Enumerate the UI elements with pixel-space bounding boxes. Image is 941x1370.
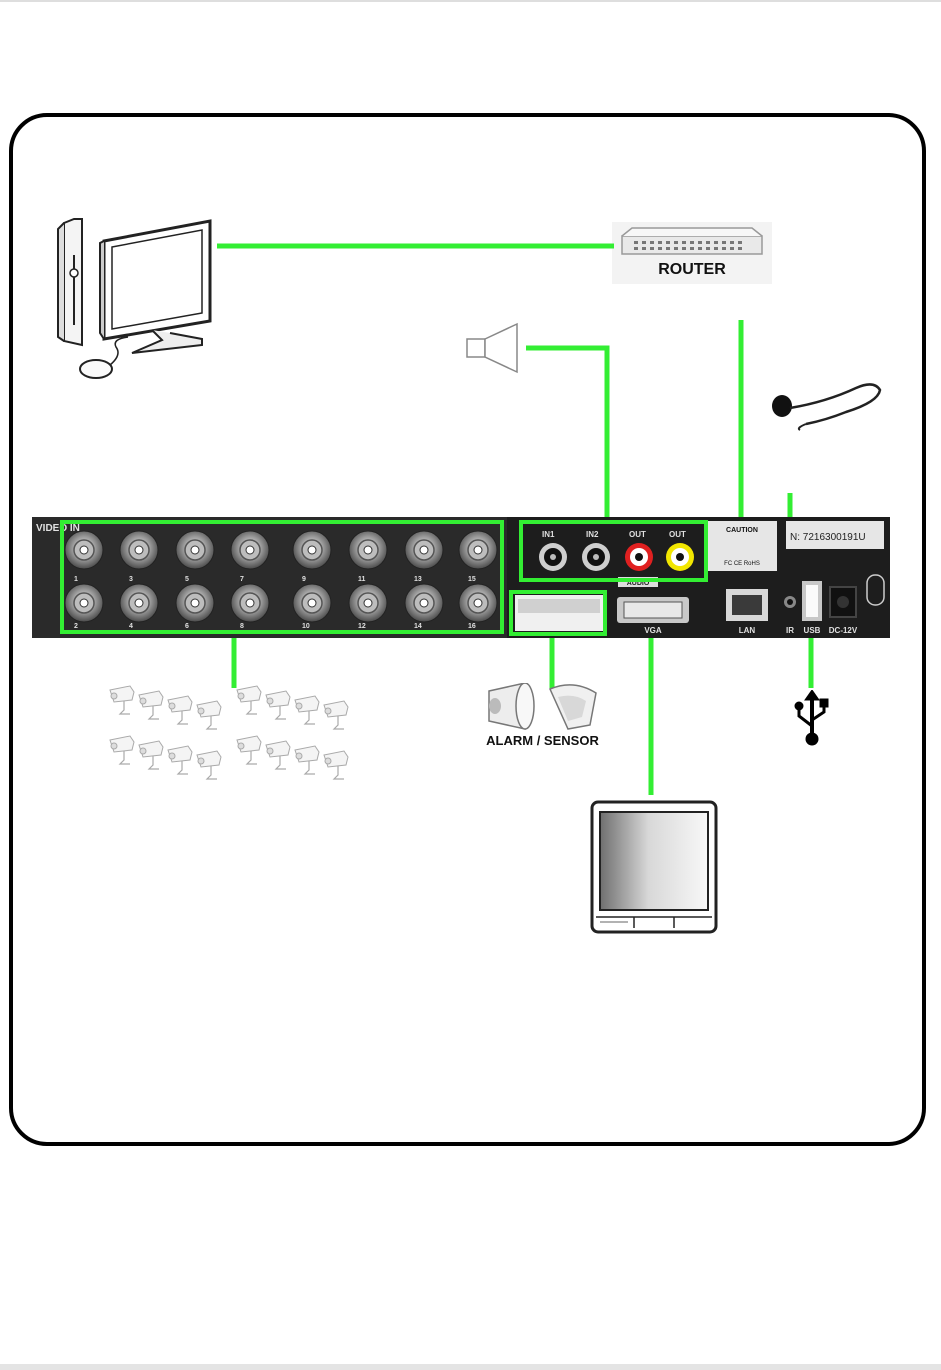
router-icon bbox=[612, 222, 772, 284]
channel-label: 11 bbox=[358, 576, 366, 583]
audio-label: AUDIO bbox=[627, 580, 650, 587]
channel-label: 7 bbox=[240, 576, 244, 583]
camera-icon bbox=[138, 740, 164, 770]
camera-icon bbox=[167, 745, 193, 775]
svg-text:FC CE RoHS: FC CE RoHS bbox=[724, 561, 760, 567]
audio-ports: IN1 IN2 OUT OUT AUDIO bbox=[539, 530, 694, 587]
speaker-line bbox=[526, 345, 610, 521]
monitor-icon bbox=[590, 800, 718, 934]
channel-label: 14 bbox=[414, 623, 422, 630]
channel-label: 15 bbox=[468, 576, 476, 583]
camera-icon bbox=[323, 700, 349, 730]
usb-icon bbox=[794, 690, 829, 746]
bnc-connector: 2 bbox=[64, 583, 104, 630]
bnc-connector: 13 bbox=[404, 530, 444, 583]
camera-icon bbox=[265, 740, 291, 770]
alarm-icon bbox=[488, 683, 535, 730]
usb-label: USB bbox=[804, 626, 821, 635]
bnc-connector: 3 bbox=[119, 530, 159, 583]
bnc-connector: 7 bbox=[230, 530, 270, 583]
bnc-connector: 12 bbox=[348, 583, 388, 630]
bnc-connector: 4 bbox=[119, 583, 159, 630]
channel-label: 3 bbox=[129, 576, 133, 583]
serial-number: N: 7216300191U bbox=[790, 532, 866, 543]
channel-label: 4 bbox=[129, 623, 133, 630]
speaker-icon bbox=[466, 322, 518, 374]
alarm-terminal bbox=[515, 595, 603, 631]
top-rule bbox=[0, 0, 941, 2]
channel-label: 16 bbox=[468, 623, 476, 630]
sensor-icon bbox=[548, 684, 597, 730]
ir-port: IR bbox=[784, 596, 796, 635]
bnc-connector: 5 bbox=[175, 530, 215, 583]
alarm-highlight bbox=[509, 590, 607, 636]
channel-label: 10 bbox=[302, 623, 310, 630]
channel-label: 6 bbox=[185, 623, 189, 630]
computer-icon bbox=[57, 218, 212, 379]
dc-port: DC-12V bbox=[829, 586, 858, 635]
bnc-connector: 11 bbox=[348, 530, 388, 583]
camera-icon bbox=[323, 750, 349, 780]
svg-text:CAUTION: CAUTION bbox=[726, 527, 758, 534]
camera-icon bbox=[138, 690, 164, 720]
channel-label: 13 bbox=[414, 576, 422, 583]
camera-icon bbox=[265, 690, 291, 720]
bottom-rule bbox=[0, 1364, 941, 1370]
channel-label: 8 bbox=[240, 623, 244, 630]
camera-icon bbox=[167, 695, 193, 725]
bnc-connector: 14 bbox=[404, 583, 444, 630]
camera-icon bbox=[294, 695, 320, 725]
lan-label: LAN bbox=[739, 626, 756, 635]
camera-icon bbox=[109, 735, 135, 765]
camera-array bbox=[109, 685, 349, 780]
camera-icon bbox=[196, 700, 222, 730]
channel-label: 2 bbox=[74, 623, 78, 630]
ir-label: IR bbox=[786, 626, 794, 635]
video-in-highlight bbox=[60, 520, 504, 634]
usb-port: USB bbox=[802, 581, 822, 635]
vga-port: VGA bbox=[617, 597, 689, 635]
camera-icon bbox=[236, 735, 262, 765]
bnc-connector: 10 bbox=[292, 583, 332, 630]
ir-receiver-icon bbox=[772, 383, 882, 431]
channel-label: 12 bbox=[358, 623, 366, 630]
vga-label: VGA bbox=[644, 626, 662, 635]
video-out-label: OUT bbox=[669, 530, 686, 539]
camera-icon bbox=[196, 750, 222, 780]
audio-in2-label: IN2 bbox=[586, 530, 599, 539]
bnc-connector: 9 bbox=[292, 530, 332, 583]
bnc-connector: 16 bbox=[458, 583, 498, 630]
audio-in1-label: IN1 bbox=[542, 530, 555, 539]
channel-label: 9 bbox=[302, 576, 306, 583]
bnc-connector: 15 bbox=[458, 530, 498, 583]
bnc-connector: 1 bbox=[64, 530, 104, 583]
camera-icon bbox=[236, 685, 262, 715]
audio-out-label: OUT bbox=[629, 530, 646, 539]
audio-highlight bbox=[519, 520, 708, 582]
caution-label: CAUTION FC CE RoHS N: 7216300191U bbox=[707, 521, 885, 606]
bnc-connector: 6 bbox=[175, 583, 215, 630]
camera-icon bbox=[294, 745, 320, 775]
bnc-connector: 8 bbox=[230, 583, 270, 630]
lan-port: LAN bbox=[726, 589, 768, 635]
camera-icon bbox=[109, 685, 135, 715]
dc-label: DC-12V bbox=[829, 626, 858, 635]
video-in-label: VIDEO IN bbox=[36, 523, 80, 534]
channel-label: 1 bbox=[74, 576, 78, 583]
diagram-frame bbox=[9, 113, 926, 1146]
router-label: ROUTER bbox=[658, 261, 726, 278]
alarm-sensor-label: ALARM / SENSOR bbox=[486, 733, 599, 748]
channel-label: 5 bbox=[185, 576, 189, 583]
